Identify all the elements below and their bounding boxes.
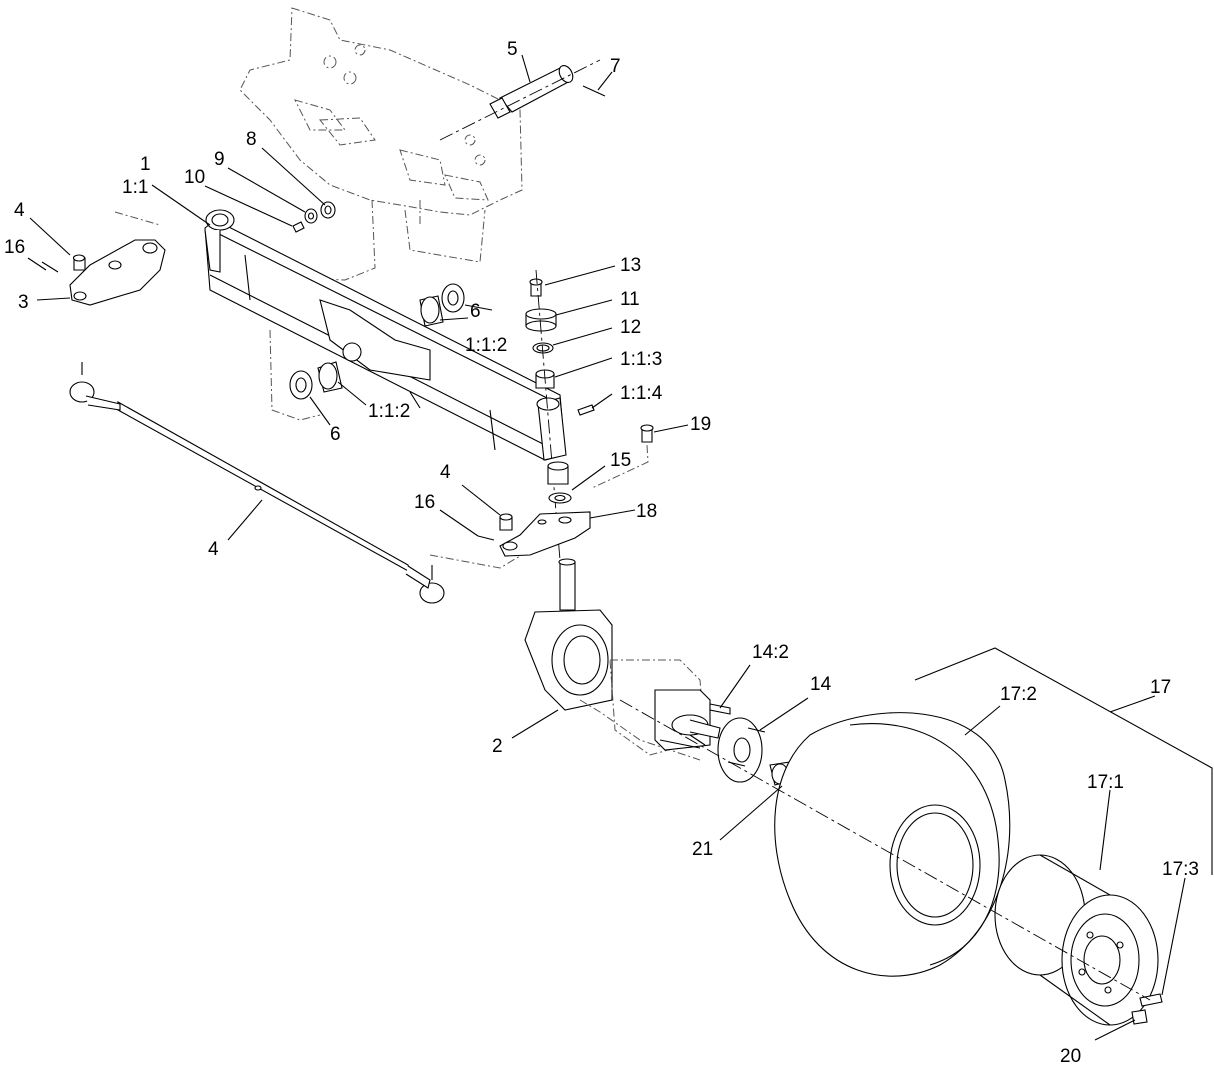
callout-3: 3: [18, 292, 29, 313]
steering-arm-18: [499, 511, 591, 557]
callout-14: 14: [810, 674, 832, 695]
callout-11: 11: [620, 289, 640, 310]
washer-9: [304, 208, 318, 224]
callout-9: 9: [214, 149, 225, 170]
castle-nut-right: [499, 513, 513, 531]
callout-17: 17: [1150, 677, 1171, 698]
callout-labels: 1 1:1 1:1:2 1:1:2 1:1:3 1:1:4 2 3 4 4 4 …: [4, 39, 1199, 1067]
lug-nut-20: [1131, 1009, 1148, 1025]
leader-lines: [27, 54, 1213, 1041]
callout-1-1-2-upper: 1:1:2: [465, 335, 507, 356]
callout-4-tie-rod: 4: [208, 539, 219, 560]
pivot-pin: [489, 65, 606, 119]
front-axle-beam: [204, 209, 567, 461]
callout-12: 12: [620, 317, 641, 338]
callout-1-1-3: 1:1:3: [620, 349, 662, 370]
callout-4-right: 4: [440, 462, 451, 483]
wheel-motor: [609, 659, 721, 756]
callout-13: 13: [620, 255, 641, 276]
tie-rod: [69, 362, 445, 604]
callout-18: 18: [636, 501, 657, 522]
callout-4-left: 4: [14, 200, 25, 221]
washer-upper: [441, 283, 465, 313]
callout-10: 10: [184, 167, 205, 188]
castle-nut-left: [72, 254, 86, 271]
snap-ring-12: [532, 342, 554, 354]
steering-arm-3: [69, 239, 166, 306]
bolt-13: [529, 278, 543, 297]
tire-17-2: [774, 712, 1011, 977]
callout-5: 5: [507, 39, 518, 60]
callout-21: 21: [692, 839, 713, 860]
spindle-2: [524, 558, 613, 711]
callout-8: 8: [246, 129, 257, 150]
callout-15: 15: [610, 450, 631, 471]
grease-fitting-1-1-4: [577, 404, 595, 416]
fitting-10: [292, 221, 305, 233]
wheel-stud: [709, 703, 766, 767]
cotter-pin-left: [41, 261, 59, 273]
callout-16-right: 16: [414, 492, 435, 513]
callout-1: 1: [140, 154, 151, 175]
callout-19: 19: [690, 414, 711, 435]
callout-6-lower: 6: [330, 424, 341, 445]
bolt-19: [640, 424, 654, 443]
washer-lower: [289, 370, 313, 400]
callout-6-upper: 6: [470, 301, 481, 322]
callout-2: 2: [492, 736, 503, 757]
washer-15: [548, 492, 572, 504]
bushing-lower: [317, 361, 343, 393]
washer-8: [320, 201, 336, 219]
callout-7: 7: [610, 56, 621, 77]
frame-phantom: [239, 7, 523, 421]
callout-1-1-2-lower: 1:1:2: [368, 401, 410, 422]
callout-14-2: 14:2: [752, 642, 789, 663]
cotter-pin-right: [477, 535, 495, 541]
callout-20: 20: [1060, 1046, 1081, 1067]
rim-17-1: [994, 854, 1159, 1026]
bearing-lower: [547, 461, 569, 485]
callout-1-1: 1:1: [122, 177, 148, 198]
callout-16-left: 16: [4, 237, 25, 258]
hub-14: [717, 717, 763, 783]
callout-1-1-4: 1:1:4: [620, 383, 663, 404]
callout-17-2: 17:2: [1000, 684, 1037, 705]
callout-17-3: 17:3: [1162, 859, 1199, 880]
bushing-upper: [419, 295, 444, 327]
callout-17-1: 17:1: [1087, 772, 1124, 793]
